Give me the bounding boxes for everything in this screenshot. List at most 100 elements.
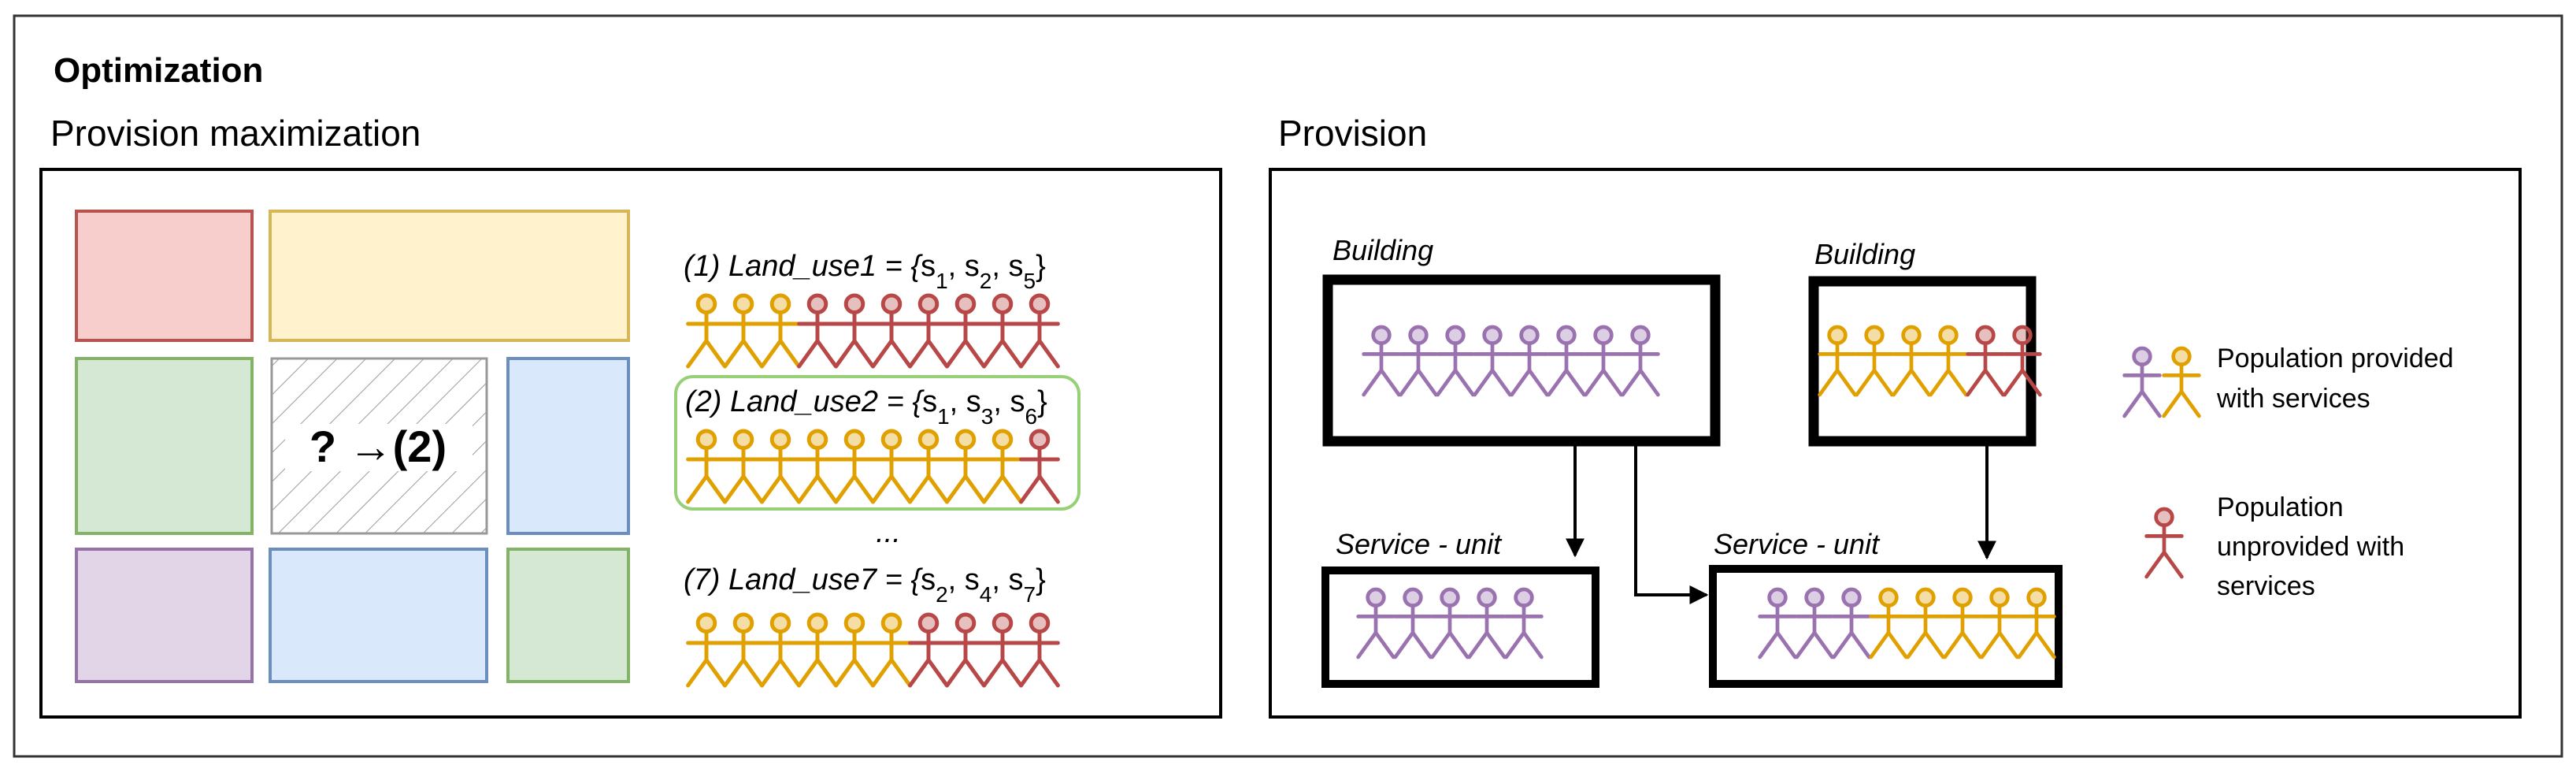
- right-panel-heading: Provision: [1278, 113, 1427, 154]
- service-subscript: 5: [1023, 269, 1036, 293]
- person-icon: [723, 612, 764, 688]
- option-7-people: [686, 612, 1060, 688]
- label-part: (7) Land_use7 = {: [684, 563, 923, 596]
- block-blue-right: [506, 357, 630, 535]
- placeholder-label: ? →(2): [285, 422, 473, 471]
- person-icon: [1356, 587, 1395, 659]
- person-icon: [1393, 587, 1433, 659]
- service-unit-2-people: [1758, 587, 2056, 659]
- person-icon: [1399, 325, 1438, 397]
- person-icon: [2017, 587, 2056, 659]
- person-icon: [982, 293, 1023, 369]
- person-icon: [834, 429, 875, 504]
- person-icon: [723, 429, 764, 504]
- building-2-people: [1818, 325, 2042, 397]
- service-symbol: s: [1010, 385, 1025, 418]
- person-icon: [2122, 346, 2162, 418]
- service-subscript: 3: [981, 404, 994, 429]
- person-icon: [1943, 587, 1982, 659]
- person-icon: [945, 429, 986, 504]
- person-icon: [2144, 507, 2184, 579]
- person-icon: [686, 429, 727, 504]
- service-subscript: 1: [937, 404, 950, 429]
- person-icon: [908, 429, 949, 504]
- service-unit-1-people: [1356, 587, 1544, 659]
- person-icon: [797, 612, 838, 688]
- service-subscript: 7: [1023, 582, 1036, 607]
- person-icon: [945, 293, 986, 369]
- block-red: [75, 210, 254, 342]
- right-panel-frame: [1269, 168, 2522, 719]
- service-symbol: s: [965, 250, 980, 283]
- person-icon: [760, 293, 801, 369]
- building-2-label: Building: [1814, 238, 1915, 270]
- person-icon: [834, 612, 875, 688]
- block-green-left: [75, 357, 254, 535]
- person-icon: [871, 429, 912, 504]
- option-7-label: (7) Land_use7 = {s2, s4, s7}: [684, 563, 1046, 607]
- service-symbol: s: [1008, 563, 1023, 596]
- label-part: (1) Land_use1 = {: [684, 250, 923, 283]
- separator: ,: [991, 563, 1008, 596]
- options-ellipsis: ...: [876, 516, 901, 549]
- person-icon: [1832, 587, 1871, 659]
- person-icon: [760, 612, 801, 688]
- person-icon: [982, 612, 1023, 688]
- person-icon: [797, 293, 838, 369]
- person-icon: [1980, 587, 2019, 659]
- person-icon: [1869, 587, 1908, 659]
- selected-option-highlight: [674, 375, 1080, 511]
- figure-title: Optimization: [54, 51, 263, 90]
- person-icon: [1795, 587, 1834, 659]
- building-1: [1322, 274, 1721, 447]
- option-1-people: [686, 293, 1060, 369]
- person-icon: [1510, 325, 1549, 397]
- legend-unprovided-label: Population unprovided with services: [2217, 492, 2412, 601]
- person-icon: [1906, 587, 1945, 659]
- legend-provided-label: Population provided with services: [2216, 344, 2461, 414]
- option-2-label: (2) Land_use2 = {s1, s3, s6}: [685, 385, 1047, 429]
- label-part: }: [1036, 563, 1046, 596]
- left-panel-frame: [39, 168, 1222, 719]
- person-icon: [760, 429, 801, 504]
- separator: ,: [948, 250, 965, 283]
- person-icon: [1929, 325, 1968, 397]
- block-green-bottom: [506, 548, 630, 683]
- service-symbol: s: [1008, 250, 1023, 283]
- service-subscript: 1: [936, 269, 948, 293]
- block-yellow: [269, 210, 630, 342]
- label-part: }: [1037, 385, 1047, 418]
- left-panel-heading: Provision maximization: [50, 113, 421, 154]
- person-icon: [1621, 325, 1660, 397]
- service-subscript: 4: [980, 582, 992, 607]
- person-icon: [1467, 587, 1507, 659]
- person-icon: [1547, 325, 1586, 397]
- separator: ,: [991, 250, 1008, 283]
- person-icon: [982, 429, 1023, 504]
- person-icon: [945, 612, 986, 688]
- person-icon: [834, 293, 875, 369]
- label-part: }: [1036, 250, 1046, 283]
- block-blue-bottom: [269, 548, 488, 683]
- person-icon: [908, 612, 949, 688]
- building-2: [1808, 276, 2037, 447]
- label-part: (2) Land_use2 = {: [685, 385, 925, 418]
- service-subscript: 2: [980, 269, 992, 293]
- option-2-people: [686, 429, 1060, 504]
- service-unit-1-label: Service - unit: [1336, 528, 1503, 560]
- connector-building1-service2: [1634, 441, 1709, 604]
- service-unit-2-label: Service - unit: [1714, 528, 1881, 560]
- service-symbol: s: [965, 563, 980, 596]
- building-1-label: Building: [1332, 234, 1433, 266]
- service-symbol: s: [922, 385, 937, 418]
- person-icon: [1855, 325, 1894, 397]
- separator: ,: [950, 385, 966, 418]
- person-icon: [1436, 325, 1475, 397]
- option-1-label: (1) Land_use1 = {s1, s2, s5}: [684, 250, 1046, 293]
- service-unit-2: [1709, 565, 2063, 688]
- person-icon: [1362, 325, 1401, 397]
- person-icon: [1019, 293, 1060, 369]
- person-icon: [871, 612, 912, 688]
- person-icon: [1504, 587, 1544, 659]
